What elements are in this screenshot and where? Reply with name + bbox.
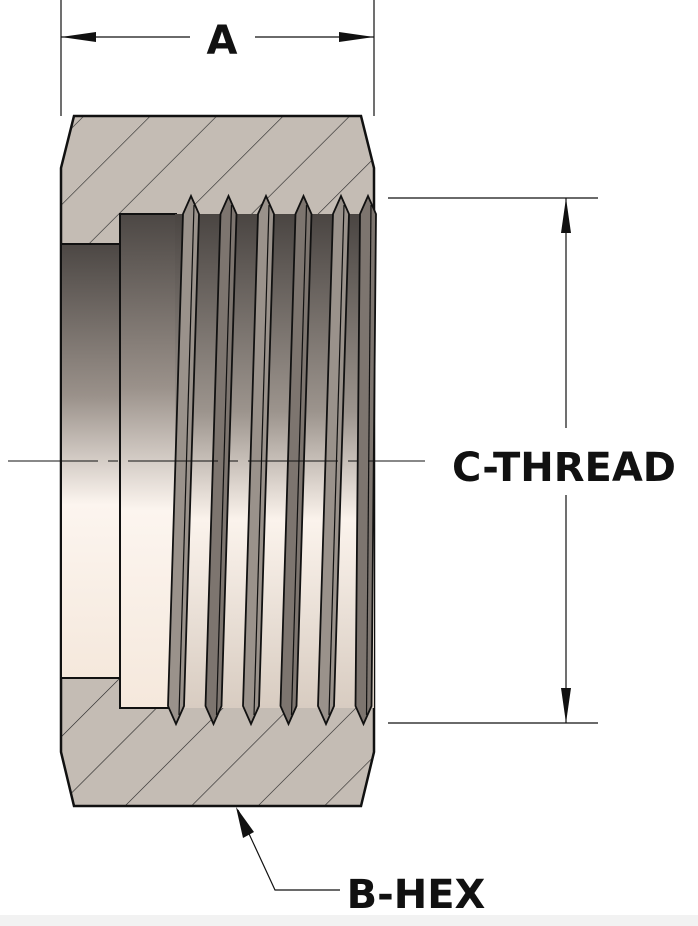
thread-tooth: [242, 193, 275, 727]
thread-crest-line: [365, 204, 372, 716]
thread-crest-line: [290, 204, 308, 716]
dimension-a-label: A: [207, 18, 238, 64]
thread-tooth: [167, 193, 200, 727]
thread-crest-line: [178, 204, 195, 716]
dimension-b-label: B-HEX: [347, 872, 486, 918]
thread-tooth: [279, 193, 313, 727]
dimension-a: A: [60, 0, 375, 116]
dimension-c-label: C-THREAD: [452, 445, 676, 491]
thread-tooth: [317, 193, 350, 727]
internal-thread: [167, 193, 377, 727]
thread-tooth: [204, 193, 238, 727]
thread-crest-line: [328, 204, 345, 716]
dimension-b-hex: B-HEX: [236, 807, 486, 918]
footer-strip: [0, 915, 698, 926]
thread-crest-line: [215, 204, 233, 716]
dimension-c-thread: C-THREAD: [388, 197, 676, 724]
thread-crest-line: [253, 204, 270, 716]
thread-tooth: [354, 193, 377, 727]
